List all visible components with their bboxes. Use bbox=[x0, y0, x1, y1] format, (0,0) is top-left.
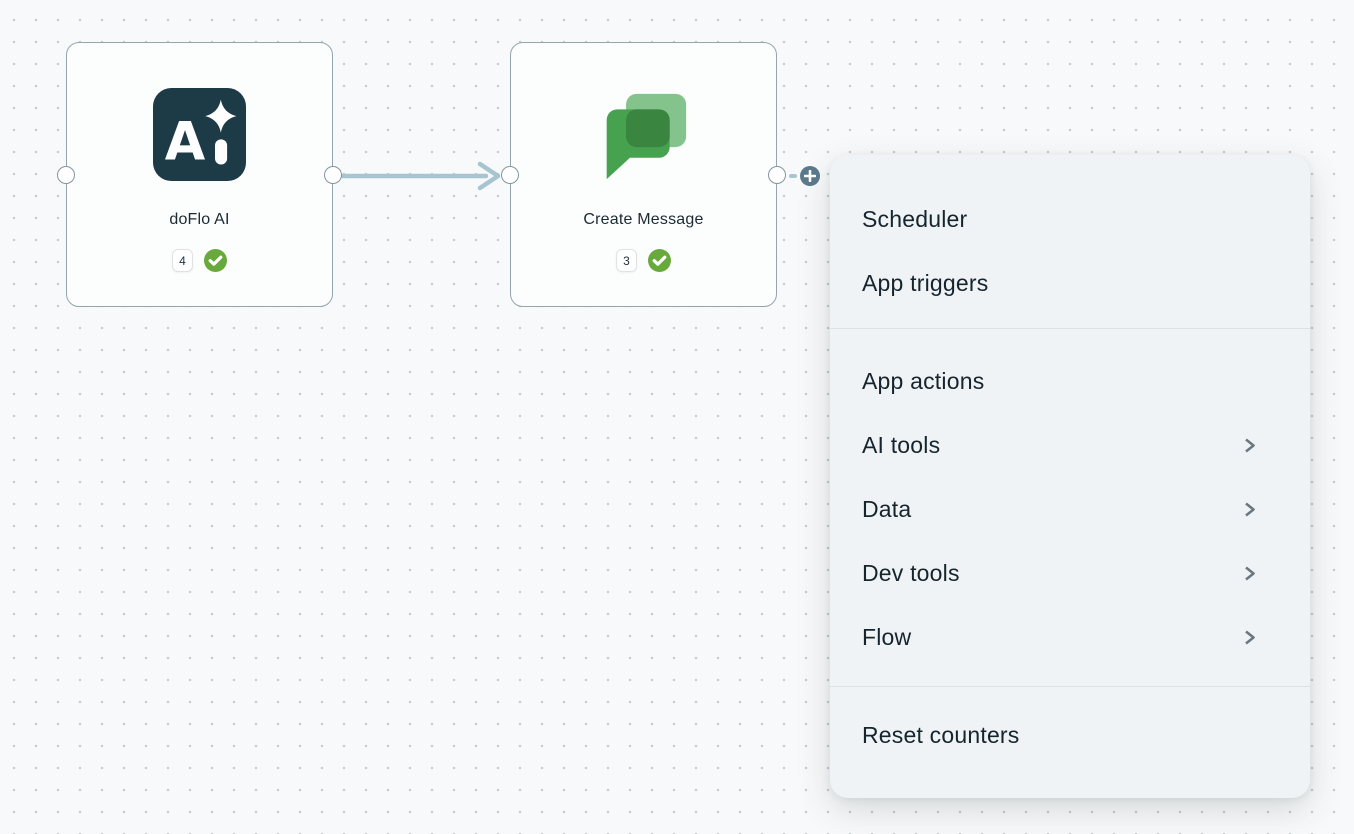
add-node-menu: Scheduler App triggers App actions AI to… bbox=[830, 155, 1310, 798]
menu-section-actions: App actions AI tools Data Dev tools bbox=[830, 329, 1310, 686]
plus-icon bbox=[804, 170, 816, 182]
chevron-right-icon bbox=[1245, 565, 1255, 581]
google-chat-icon bbox=[597, 88, 690, 181]
menu-item-dev-tools[interactable]: Dev tools bbox=[830, 541, 1310, 605]
menu-item-scheduler[interactable]: Scheduler bbox=[830, 187, 1310, 251]
menu-item-flow[interactable]: Flow bbox=[830, 605, 1310, 669]
chevron-right-icon bbox=[1245, 629, 1255, 645]
menu-section-utilities: Reset counters bbox=[830, 687, 1310, 798]
run-count-badge: 3 bbox=[616, 249, 637, 272]
menu-item-label: App actions bbox=[862, 367, 985, 394]
chevron-right-icon bbox=[1245, 437, 1255, 453]
menu-item-label: Flow bbox=[862, 623, 912, 650]
menu-item-label: AI tools bbox=[862, 431, 941, 458]
menu-item-app-actions[interactable]: App actions bbox=[830, 349, 1310, 413]
menu-item-app-triggers[interactable]: App triggers bbox=[830, 251, 1310, 315]
menu-divider bbox=[830, 686, 1310, 687]
output-port[interactable] bbox=[324, 166, 342, 184]
node-label: Create Message bbox=[583, 211, 704, 228]
node-label: doFlo AI bbox=[169, 211, 230, 228]
menu-item-label: Data bbox=[862, 495, 912, 522]
menu-item-reset-counters[interactable]: Reset counters bbox=[830, 703, 1310, 767]
menu-item-label: Dev tools bbox=[862, 559, 960, 586]
input-port[interactable] bbox=[57, 166, 75, 184]
menu-item-label: Scheduler bbox=[862, 205, 968, 232]
node-create-message[interactable]: Create Message 3 bbox=[510, 42, 777, 307]
svg-text:A: A bbox=[165, 112, 206, 173]
menu-item-ai-tools[interactable]: AI tools bbox=[830, 413, 1310, 477]
menu-section-triggers: Scheduler App triggers bbox=[830, 155, 1310, 328]
chevron-right-icon bbox=[1245, 501, 1255, 517]
node-status-row: 3 bbox=[616, 249, 671, 272]
menu-divider bbox=[830, 328, 1310, 329]
menu-item-data[interactable]: Data bbox=[830, 477, 1310, 541]
success-check-icon bbox=[648, 249, 671, 272]
menu-item-label: Reset counters bbox=[862, 721, 1020, 748]
run-count-badge: 4 bbox=[172, 249, 193, 272]
doflo-ai-icon: A bbox=[153, 88, 246, 181]
connection-arrow bbox=[340, 161, 501, 191]
success-check-icon bbox=[204, 249, 227, 272]
input-port[interactable] bbox=[501, 166, 519, 184]
menu-item-label: App triggers bbox=[862, 269, 989, 296]
output-port[interactable] bbox=[768, 166, 786, 184]
connector-stub bbox=[789, 174, 797, 178]
add-node-button[interactable] bbox=[800, 166, 820, 186]
node-doflo-ai[interactable]: A doFlo AI 4 bbox=[66, 42, 333, 307]
node-status-row: 4 bbox=[172, 249, 227, 272]
